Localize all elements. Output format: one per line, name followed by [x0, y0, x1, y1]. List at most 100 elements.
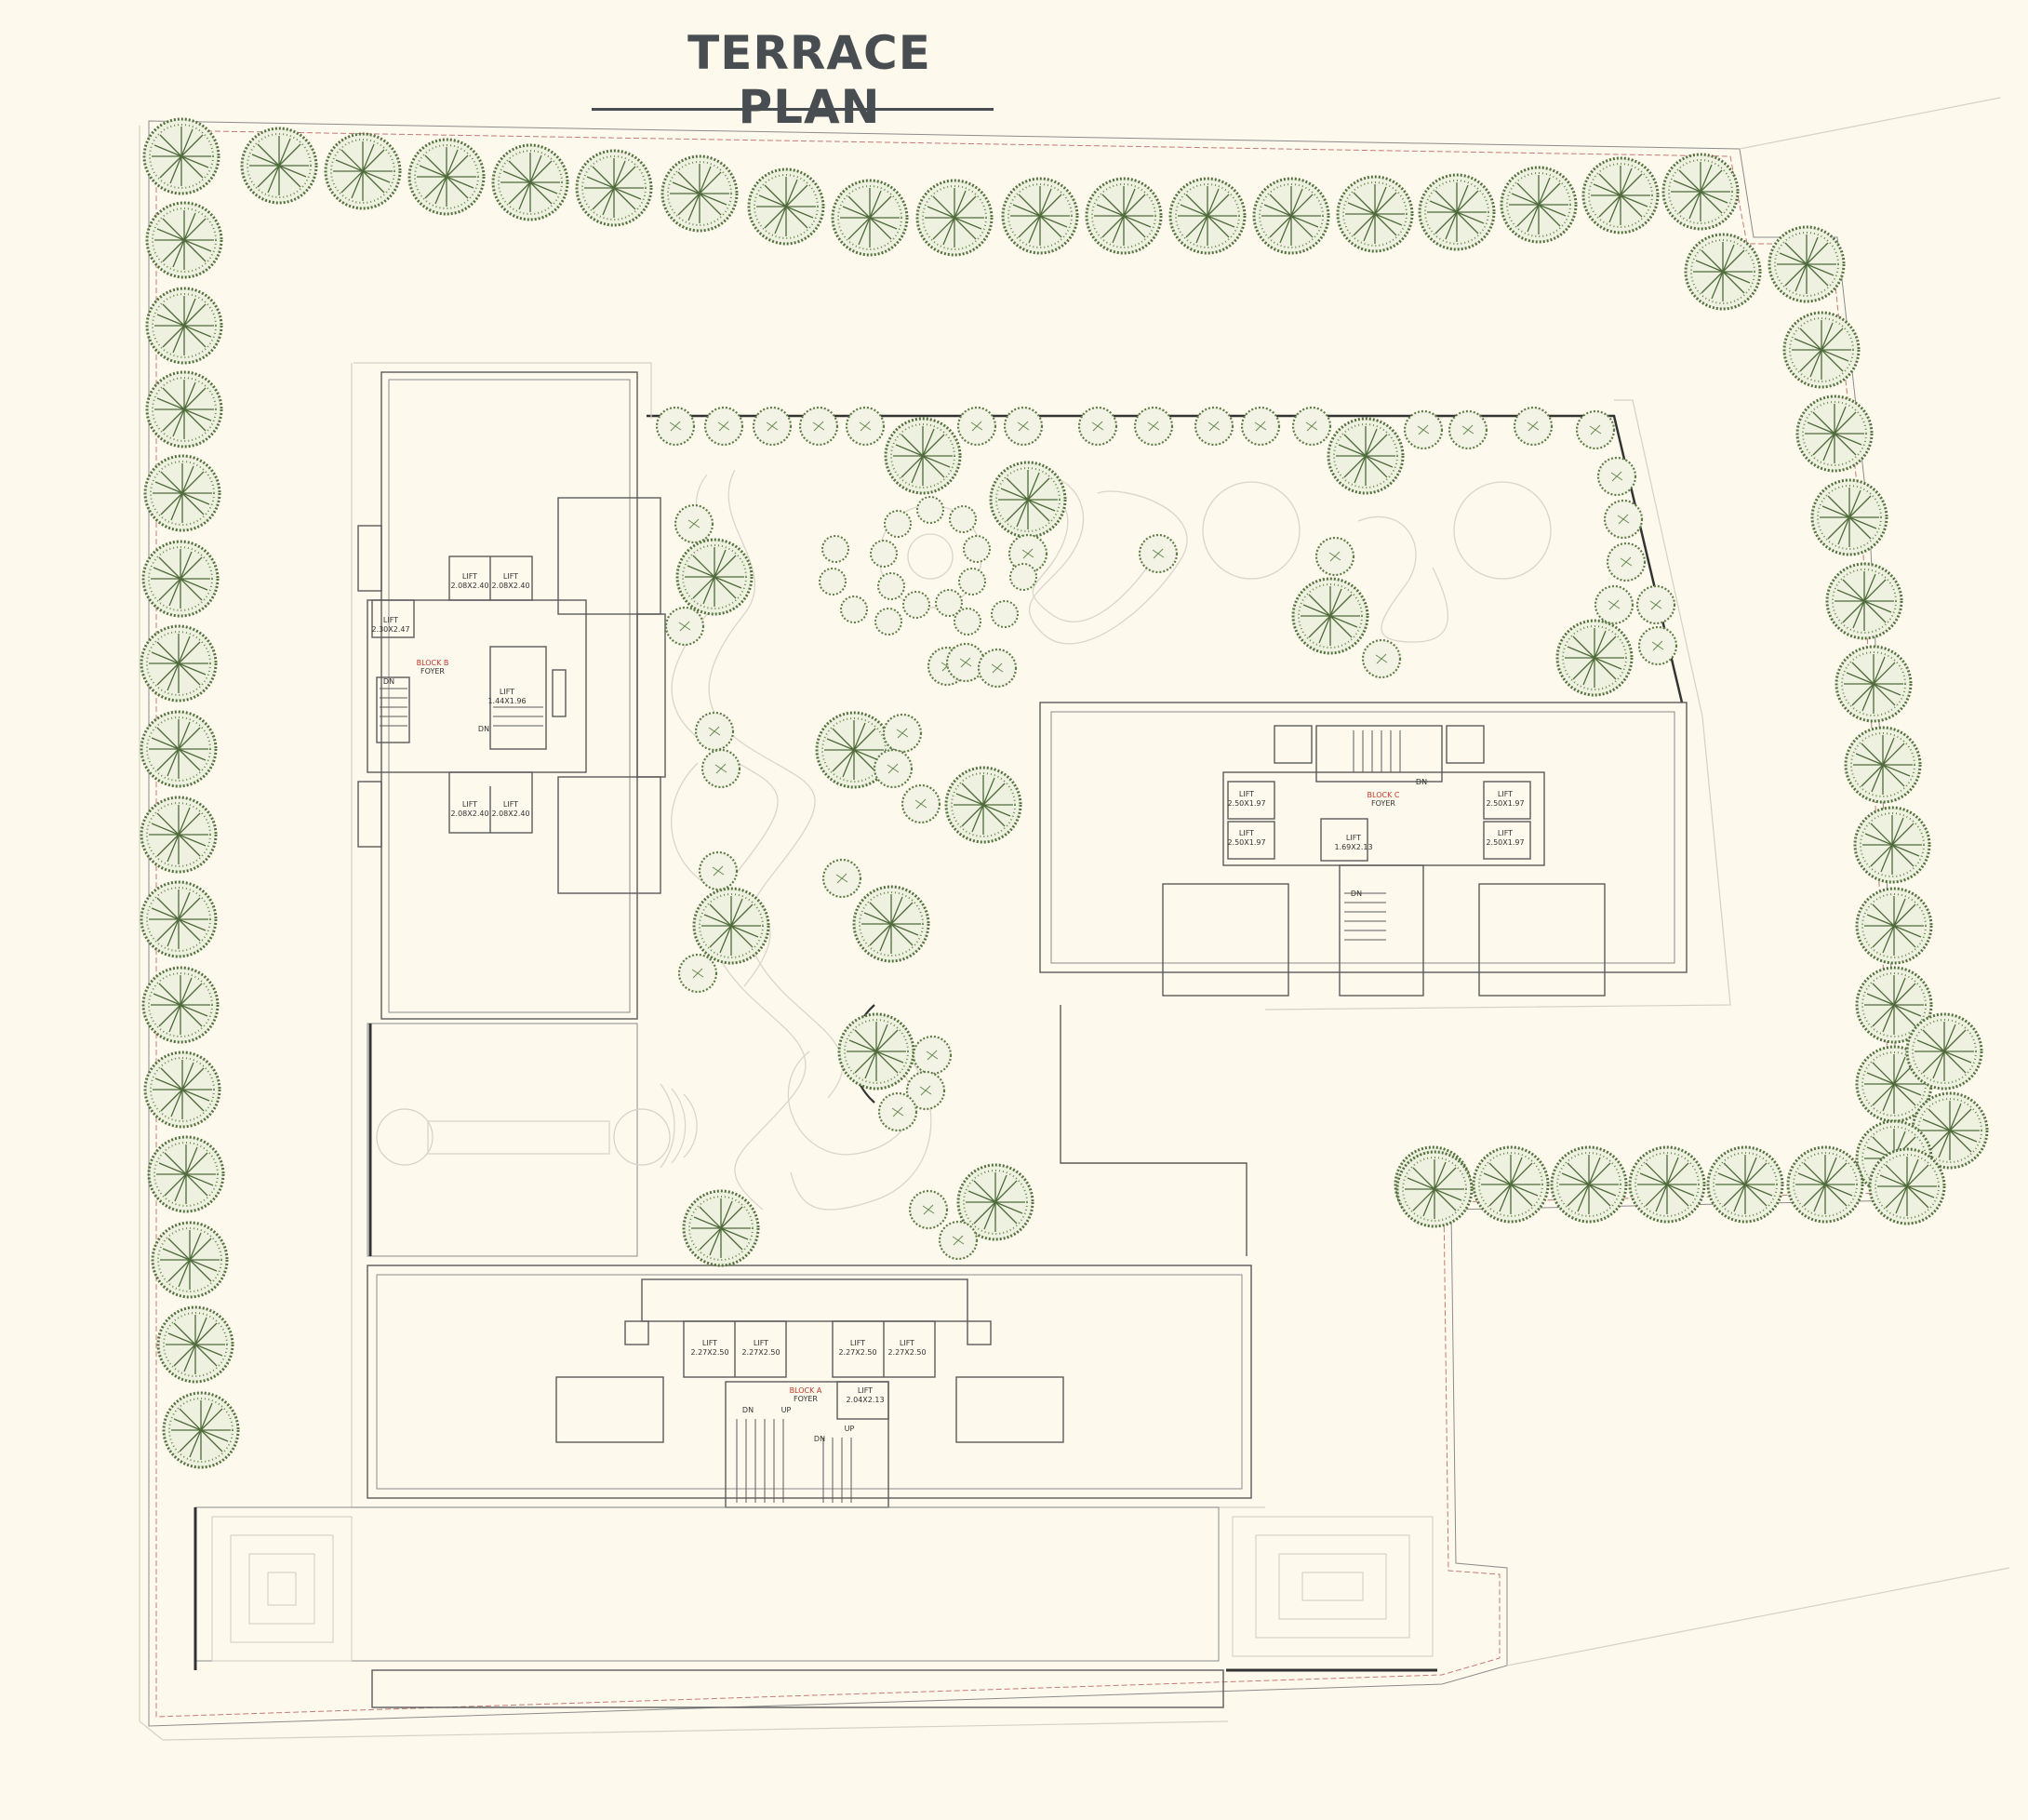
- shrub-icon: [1594, 584, 1634, 625]
- block-c-lift-label: LIFT: [1498, 790, 1513, 798]
- block-c-lift-label: LIFT: [1346, 834, 1361, 842]
- shrub-icon: [1403, 409, 1444, 450]
- block-c-lift-size: 2.50X1.97: [1227, 838, 1265, 847]
- block-b-lift-label: LIFT: [462, 572, 477, 581]
- tree-icon: [145, 287, 223, 365]
- amphitheatre: [660, 1083, 698, 1169]
- block-b-lift-size: 2.08X2.40: [491, 582, 529, 590]
- shrub-icon: [798, 406, 839, 447]
- block-c-podium: [1060, 1005, 1247, 1256]
- tree-icon: [140, 880, 218, 958]
- shrub-icon: [1575, 409, 1616, 450]
- tree-icon: [1825, 562, 1903, 640]
- block-b-lift-label: LIFT: [500, 688, 514, 696]
- shrub-icon: [1596, 456, 1637, 497]
- block-a-stair-dn: DN: [742, 1406, 754, 1414]
- shrubs: [655, 406, 1678, 1261]
- block-b-foyer: FOYER: [420, 667, 445, 676]
- shrub-icon: [1194, 406, 1234, 447]
- block-c-foyer: FOYER: [1371, 799, 1395, 808]
- shrub-icon: [935, 589, 963, 617]
- shrub-icon: [870, 540, 898, 568]
- shrub-icon: [840, 596, 868, 623]
- page-title: TERRACE PLAN: [687, 26, 931, 134]
- block-c-lift-label: LIFT: [1498, 829, 1513, 837]
- block-a-stair-up: UP: [781, 1406, 792, 1414]
- tree-icon: [145, 201, 223, 279]
- tree-icon: [491, 143, 569, 221]
- shrub-icon: [674, 503, 714, 544]
- tree-icon: [145, 370, 223, 448]
- tree-icon: [1786, 1145, 1864, 1224]
- shrub-icon: [1009, 563, 1037, 591]
- tree-icon: [1684, 233, 1762, 311]
- shrub-icon: [1138, 533, 1179, 574]
- block-a-name: BLOCK A: [790, 1386, 822, 1395]
- block-a-stair-up: UP: [845, 1425, 855, 1433]
- tree-icon: [324, 132, 402, 210]
- tree-icon: [1868, 1147, 1946, 1225]
- shrub-icon: [949, 505, 977, 533]
- block-c-name: BLOCK C: [1368, 791, 1400, 799]
- block-c: [1039, 702, 1688, 997]
- shrub-icon: [700, 748, 741, 789]
- terrace-edge: [354, 362, 1731, 1010]
- block-a-lift-size: 2.27X2.50: [887, 1348, 926, 1357]
- tree-icon: [140, 624, 218, 703]
- tree-icon: [1795, 395, 1874, 473]
- tree-icon: [407, 138, 486, 216]
- tree-icon: [151, 1221, 229, 1299]
- shrub-icon: [1603, 499, 1644, 540]
- tree-icon: [1853, 806, 1931, 884]
- tree-icon: [575, 149, 653, 227]
- tree-icon: [140, 796, 218, 874]
- tree-icon: [852, 885, 930, 963]
- shrub-icon: [819, 568, 847, 596]
- lawn-circle: [1202, 481, 1301, 580]
- tree-icon: [1628, 1145, 1706, 1224]
- block-c-stair-dn: DN: [1351, 890, 1362, 898]
- block-b-lift-size: 2.30X2.47: [371, 625, 409, 634]
- shrub-icon: [845, 406, 886, 447]
- tree-icon: [1291, 577, 1369, 655]
- tree-icon: [1001, 177, 1079, 255]
- shrub-icon: [963, 535, 991, 563]
- tree-icon: [141, 966, 220, 1044]
- shrub-icon: [991, 600, 1019, 628]
- tree-icon: [1418, 173, 1496, 251]
- tree-icon: [1782, 311, 1861, 389]
- shrub-icon: [958, 568, 986, 596]
- block-a-lift-label: LIFT: [702, 1339, 717, 1347]
- tree-icon: [156, 1305, 234, 1384]
- block-b-stair-dn: DN: [478, 725, 489, 733]
- block-b-lift-label: LIFT: [503, 572, 518, 581]
- block-c-lift-size: 2.50X1.97: [1486, 799, 1524, 808]
- shrub-icon: [821, 858, 862, 899]
- shrub-icon: [882, 713, 923, 754]
- block-a-lift-label: LIFT: [754, 1339, 768, 1347]
- tree-icon: [915, 179, 994, 257]
- shrub-icon: [1077, 406, 1118, 447]
- tree-icon: [1500, 166, 1578, 244]
- tree-icon: [1327, 417, 1405, 495]
- tree-icon: [1085, 177, 1163, 255]
- shrub-icon: [1448, 409, 1488, 450]
- tree-icon: [141, 540, 220, 618]
- shrub-icon: [1003, 406, 1044, 447]
- podium-bottom: [193, 1506, 1437, 1708]
- tree-icon: [1661, 153, 1740, 231]
- tree-icon: [1581, 156, 1660, 234]
- shrub-icon: [1513, 406, 1554, 447]
- shrub-icon: [694, 711, 735, 752]
- tree-icon: [884, 417, 962, 495]
- tree-icon: [1472, 1145, 1550, 1224]
- shrub-icon: [1606, 542, 1647, 582]
- tree-icon: [1706, 1145, 1784, 1224]
- tree-icon: [675, 538, 754, 616]
- shrub-icon: [1133, 406, 1174, 447]
- block-b-lift-size: 2.08X2.40: [450, 810, 488, 818]
- shrub-icon: [873, 748, 914, 789]
- block-a-lift-label: LIFT: [858, 1386, 873, 1395]
- lawn-circle: [1453, 481, 1552, 580]
- block-a-lift-size: 2.04X2.13: [846, 1396, 884, 1404]
